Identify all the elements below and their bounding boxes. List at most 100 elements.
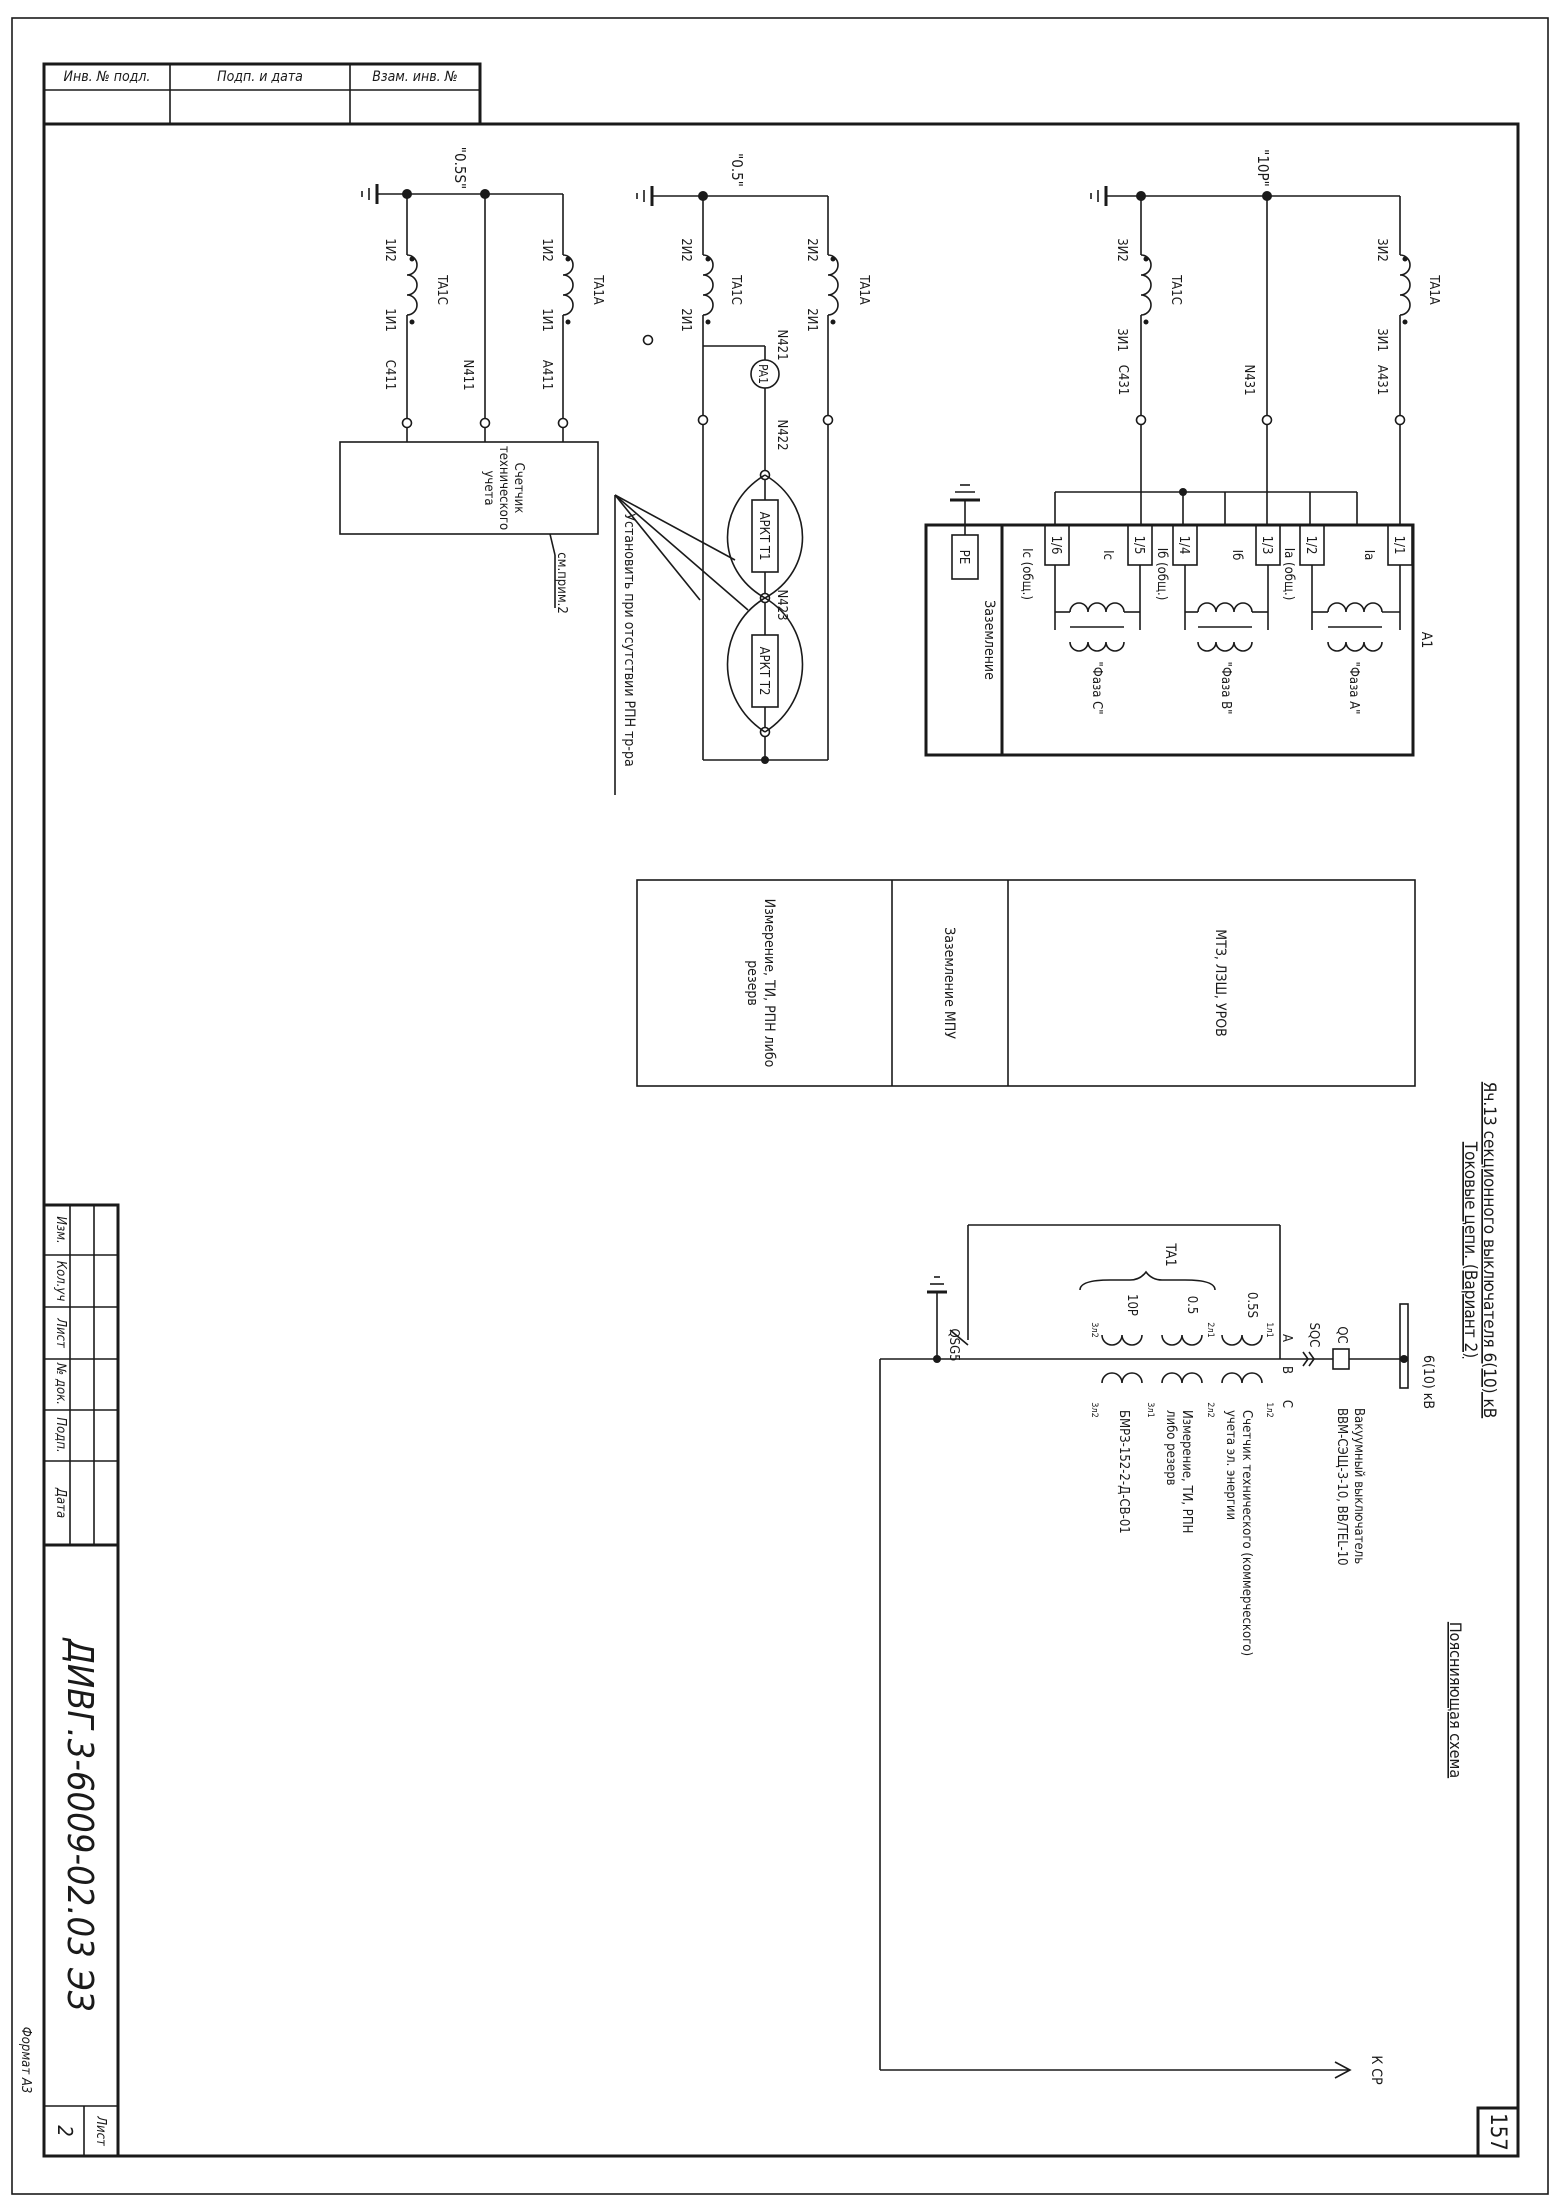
meter-label-1: Счетчик [511, 463, 526, 514]
term-2l1: 2л1 [1205, 1322, 1215, 1337]
label-10p-a-i1: 3И1 [1374, 328, 1389, 352]
heading-line-1: Яч.13 секционного выключателя 6(10) кВ [1479, 1082, 1499, 1418]
label-05-c-i2: 2И2 [678, 238, 693, 262]
core-05-label: 0.5 [1184, 1296, 1199, 1315]
label-10p-ta1c: TA1C [1168, 274, 1183, 305]
measure-desc-1: Измерение, ТИ, РПН [1179, 1410, 1194, 1533]
phase-a-label: "Фаза А" [1346, 661, 1361, 714]
label-05s-a-i2: 1И2 [539, 238, 554, 262]
terminal-strip: 1/6 1/5 1/4 1/3 1/2 1/1 Ic (общ.) Ic Iб … [1019, 524, 1413, 601]
label-05-c-i1: 2И1 [678, 308, 693, 332]
ct-ta1a-10p [1399, 254, 1411, 316]
name-ia: Ia [1361, 550, 1376, 561]
measure-desc-2: либо резерв [1163, 1410, 1178, 1486]
ct-ta1a-05s [562, 254, 574, 316]
tag-05s: "0.5S" [451, 147, 469, 189]
ct-core-05-c [1161, 1372, 1203, 1384]
function-measure-1: Измерение, ТИ, РПН либо [761, 899, 777, 1068]
format-label: Формат А3 [18, 2027, 33, 2094]
label-10p-c-i1: 3И1 [1114, 328, 1129, 352]
meter-desc-2: учета эл. энергии [1223, 1410, 1238, 1520]
term-1l2: 1л2 [1264, 1402, 1274, 1417]
pe-terminal: PE [956, 550, 971, 564]
tag-05: "0.5" [728, 153, 746, 187]
arkt-t1-label: АРКТ Т1 [756, 512, 771, 561]
explanatory-title: Пояснияющая схема [1446, 1622, 1465, 1778]
sqc-label: SQC [1306, 1323, 1321, 1348]
note-rpn: Установить при отсутствии РПН тр-ра [621, 513, 637, 766]
term-1l1: 1л1 [1264, 1322, 1274, 1337]
name-ia-common: Ia (общ.) [1281, 548, 1296, 601]
title-col-podp: Подп. [53, 1417, 68, 1452]
single-line-diagram: 6(10) кВ QC SQC Вакуумный выключатель ВВ… [879, 1224, 1436, 2085]
group-10p: "10Р" 3И2 3И1 TA1C 3И2 3И1 TA1A C431 N43… [924, 149, 1441, 757]
function-ground-mpu: Заземление МПУ [941, 927, 957, 1039]
breaker-desc-1: Вакуумный выключатель [1351, 1408, 1366, 1564]
earthing-switch-label: QSG5 [946, 1328, 961, 1361]
function-table: МТЗ, ЛЗШ, УРОВ Заземление МПУ Измерение,… [636, 879, 1416, 1087]
label-05s-c-i2: 1И2 [382, 238, 397, 262]
title-col-list: Лист [53, 1317, 68, 1349]
sheet-number: 2 [53, 2125, 77, 2136]
terminal-1-3: 1/3 [1259, 536, 1274, 555]
group-05s: "0.5S" 1И2 1И1 TA1C 1И2 1И1 TA1A C411 N4… [339, 147, 605, 614]
name-ic: Ic [1100, 550, 1115, 560]
ct-core-05s-c [1221, 1372, 1263, 1384]
heading-line-2: Токовые цепи. (Вариант 2) [1460, 1141, 1480, 1358]
wire-a431: A431 [1374, 365, 1389, 395]
label-05-a-i1: 2И1 [804, 308, 819, 332]
label-05-ta1c: TA1C [728, 274, 743, 305]
ct-ta1c-10p [1140, 254, 1152, 316]
tag-10p: "10Р" [1254, 149, 1272, 187]
block-a1-label: A1 [1418, 632, 1434, 649]
wire-n411: N411 [460, 359, 475, 390]
title-block: Изм. Кол.уч Лист № док. Подп. Дата ДИВГ.… [18, 1203, 120, 2158]
stamp-vzam-inv: Взам. инв. № [372, 69, 458, 85]
transformer-phase-c: "Фаза С" [1054, 565, 1141, 715]
terminal-1-6: 1/6 [1048, 536, 1063, 555]
sheet-heading: Яч.13 секционного выключателя 6(10) кВ Т… [1446, 1082, 1499, 1778]
name-ib: Iб [1229, 550, 1244, 561]
term-2l2: 2л2 [1205, 1402, 1215, 1417]
function-measure-2: резерв [744, 960, 760, 1006]
title-col-izm: Изм. [53, 1216, 68, 1244]
bus-label: 6(10) кВ [1420, 1355, 1436, 1409]
bmrz-desc: БМРЗ-152-2-Д-СВ-01 [1116, 1410, 1131, 1534]
wire-n421: N421 [774, 329, 789, 360]
transformer-phase-b: "Фаза В" [1184, 565, 1269, 715]
outer-frame [11, 17, 1549, 2195]
ct-core-05s-a [1221, 1334, 1263, 1346]
approval-stamp: Инв. № подл. Подп. и дата Взам. инв. № [42, 62, 482, 126]
ct-ta1-label: TA1 [1162, 1242, 1178, 1266]
label-05-a-i2: 2И2 [804, 238, 819, 262]
terminal-1-4: 1/4 [1176, 536, 1191, 555]
wire-n431: N431 [1241, 364, 1256, 395]
core-10p-label: 10P [1124, 1294, 1139, 1316]
busbar [1399, 1303, 1409, 1389]
wire-c411: C411 [382, 360, 397, 391]
ct-ta1c-05 [702, 254, 714, 316]
block-a1: A1 Заземление PE 1/6 1/5 1/4 1/3 1/2 [924, 484, 1434, 757]
name-ib-common: Iб (общ.) [1154, 548, 1169, 601]
arkt-t2-label: АРКТ Т2 [756, 647, 771, 696]
ct-core-05-a [1161, 1334, 1203, 1346]
terminal-1-1: 1/1 [1391, 536, 1406, 555]
label-05s-ta1c: TA1C [434, 274, 449, 305]
stamp-podp-data: Подп. и дата [217, 69, 303, 85]
ground-label: Заземление [981, 600, 997, 680]
wire-a411: A411 [539, 360, 554, 390]
phase-b: B [1279, 1366, 1294, 1374]
ct-core-10p-c [1101, 1372, 1143, 1384]
breaker-label: QC [1334, 1326, 1349, 1343]
note-see-remark: см.прим.2 [554, 552, 569, 614]
function-mtz: МТЗ, ЛЗШ, УРОВ [1212, 929, 1228, 1036]
breaker-qc [1332, 1348, 1350, 1370]
phase-c: C [1279, 1400, 1294, 1408]
document-designation: ДИВГ.3-6009-02.03 ЭЗ [59, 1637, 100, 2012]
phase-b-label: "Фаза В" [1218, 661, 1233, 714]
page-number-box: 157 [1476, 2106, 1520, 2158]
label-05s-a-i1: 1И1 [539, 308, 554, 332]
title-col-kol: Кол.уч [53, 1261, 68, 1302]
wire-n422: N422 [774, 419, 789, 450]
